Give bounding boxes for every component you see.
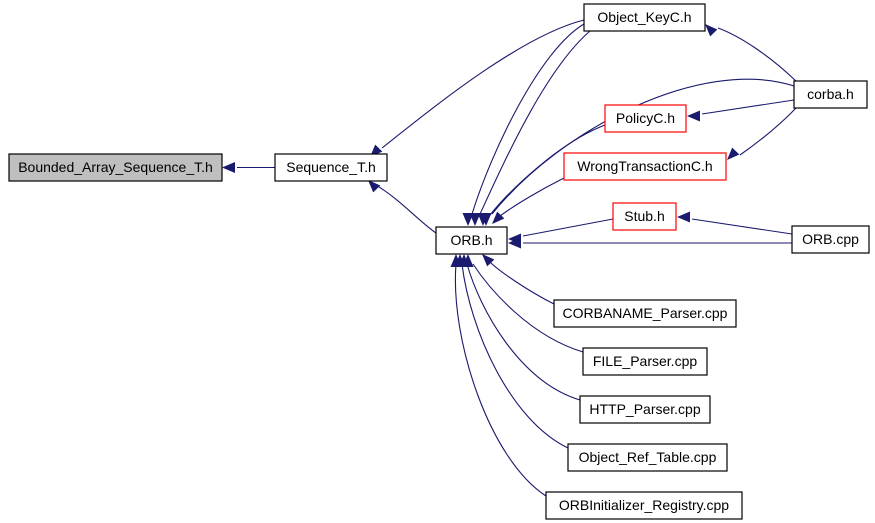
edge-orb_h-to-sequence_t_h: [368, 180, 437, 234]
edge-corba_h-to-object_keyc_h: [705, 24, 798, 83]
node-corba_h[interactable]: corba.h: [793, 80, 868, 109]
edge-arrowhead-icon: [222, 162, 235, 173]
node-corbaname_parser_cpp[interactable]: CORBANAME_Parser.cpp: [553, 299, 737, 328]
edge-corba_h-to-policyc_h: [687, 99, 795, 122]
node-file_parser_cpp[interactable]: FILE_Parser.cpp: [582, 347, 708, 376]
node-box[interactable]: [793, 80, 868, 109]
node-label: WrongTransactionC.h: [577, 158, 712, 174]
node-sequence_t_h[interactable]: Sequence_T.h: [274, 153, 388, 182]
edge-line: [701, 99, 795, 115]
node-object_ref_table_cpp[interactable]: Object_Ref_Table.cpp: [567, 443, 728, 472]
edges-layer: [222, 19, 798, 497]
node-box[interactable]: [582, 347, 708, 376]
edge-orb_cpp-to-stub_h: [677, 211, 793, 235]
edge-orb_cpp-to-orb_h: [508, 237, 792, 249]
edge-object_keyc_h-to-orb_h: [462, 23, 585, 226]
edge-stub_h-to-orb_h: [508, 218, 614, 245]
node-orb_cpp[interactable]: ORB.cpp: [791, 225, 870, 254]
edge-object_keyc_h-to-orb_h: [469, 30, 591, 226]
node-box[interactable]: [563, 152, 727, 181]
edge-object_ref_table_cpp-to-orb_h: [454, 254, 569, 449]
edge-line: [499, 177, 565, 217]
node-label: PolicyC.h: [616, 110, 675, 126]
edge-object_keyc_h-to-sequence_t_h: [370, 19, 585, 157]
node-box[interactable]: [579, 395, 711, 424]
node-label: CORBANAME_Parser.cpp: [563, 305, 728, 321]
edge-line: [472, 263, 584, 353]
node-label: Sequence_T.h: [286, 159, 376, 175]
edge-corba_h-to-wrongtransactionc_h: [727, 106, 798, 160]
node-box[interactable]: [553, 299, 737, 328]
node-label: Object_Ref_Table.cpp: [579, 449, 717, 465]
edge-arrowhead-icon: [462, 213, 474, 226]
node-http_parser_cpp[interactable]: HTTP_Parser.cpp: [579, 395, 711, 424]
edge-sequence_t_h-to-bounded_array_sequence_t_h: [222, 162, 275, 173]
edge-line: [479, 30, 591, 215]
edge-line: [717, 27, 798, 83]
edge-arrowhead-icon: [508, 237, 521, 249]
node-label: Stub.h: [624, 208, 664, 224]
edge-arrowhead-icon: [469, 213, 481, 226]
edge-line: [454, 263, 547, 497]
node-object_keyc_h[interactable]: Object_KeyC.h: [583, 3, 706, 32]
edge-arrowhead-icon: [727, 147, 740, 160]
edge-arrowhead-icon: [705, 24, 718, 37]
edge-line: [739, 106, 798, 156]
node-box[interactable]: [791, 225, 870, 254]
edge-line: [461, 263, 569, 449]
edge-arrowhead-icon: [492, 211, 505, 224]
node-label: ORB.h: [450, 232, 492, 248]
edge-line: [471, 23, 585, 215]
node-box[interactable]: [274, 153, 388, 182]
node-box[interactable]: [604, 104, 687, 133]
node-box[interactable]: [435, 226, 508, 255]
node-label: ORBInitializer_Registry.cpp: [559, 497, 729, 513]
node-box[interactable]: [8, 153, 223, 182]
edge-line: [489, 261, 555, 305]
edge-wrongtransactionc_h-to-orb_h: [492, 177, 565, 224]
node-orbinitializer_registry_cpp[interactable]: ORBInitializer_Registry.cpp: [545, 491, 743, 520]
node-orb_h[interactable]: ORB.h: [435, 226, 508, 255]
edge-line: [489, 124, 606, 216]
node-label: ORB.cpp: [802, 231, 859, 247]
node-label: HTTP_Parser.cpp: [589, 401, 700, 417]
edge-line: [522, 218, 614, 237]
edge-line: [691, 218, 793, 235]
node-label: FILE_Parser.cpp: [593, 353, 697, 369]
node-label: corba.h: [807, 86, 854, 102]
node-label: Object_KeyC.h: [597, 9, 691, 25]
edge-line: [466, 263, 581, 401]
node-box[interactable]: [612, 202, 677, 231]
edge-arrowhead-icon: [368, 180, 381, 193]
edge-line: [381, 19, 585, 149]
edge-policyc_h-to-orb_h: [477, 124, 606, 226]
edge-arrowhead-icon: [677, 211, 690, 223]
node-label: Bounded_Array_Sequence_T.h: [18, 159, 213, 175]
node-wrongtransactionc_h[interactable]: WrongTransactionC.h: [563, 152, 727, 181]
node-box[interactable]: [583, 3, 706, 32]
edge-arrowhead-icon: [477, 213, 489, 226]
edge-arrowhead-icon: [687, 110, 700, 122]
node-policyc_h[interactable]: PolicyC.h: [604, 104, 687, 133]
edge-line: [378, 186, 437, 234]
edge-arrowhead-icon: [450, 254, 462, 267]
node-box[interactable]: [567, 443, 728, 472]
node-box[interactable]: [545, 491, 743, 520]
edge-arrowhead-icon: [482, 254, 495, 267]
node-bounded_array_sequence_t_h[interactable]: Bounded_Array_Sequence_T.h: [8, 153, 223, 182]
edge-orbinitializer_registry_cpp-to-orb_h: [450, 254, 547, 497]
node-stub_h[interactable]: Stub.h: [612, 202, 677, 231]
edge-corbaname_parser_cpp-to-orb_h: [482, 254, 555, 305]
